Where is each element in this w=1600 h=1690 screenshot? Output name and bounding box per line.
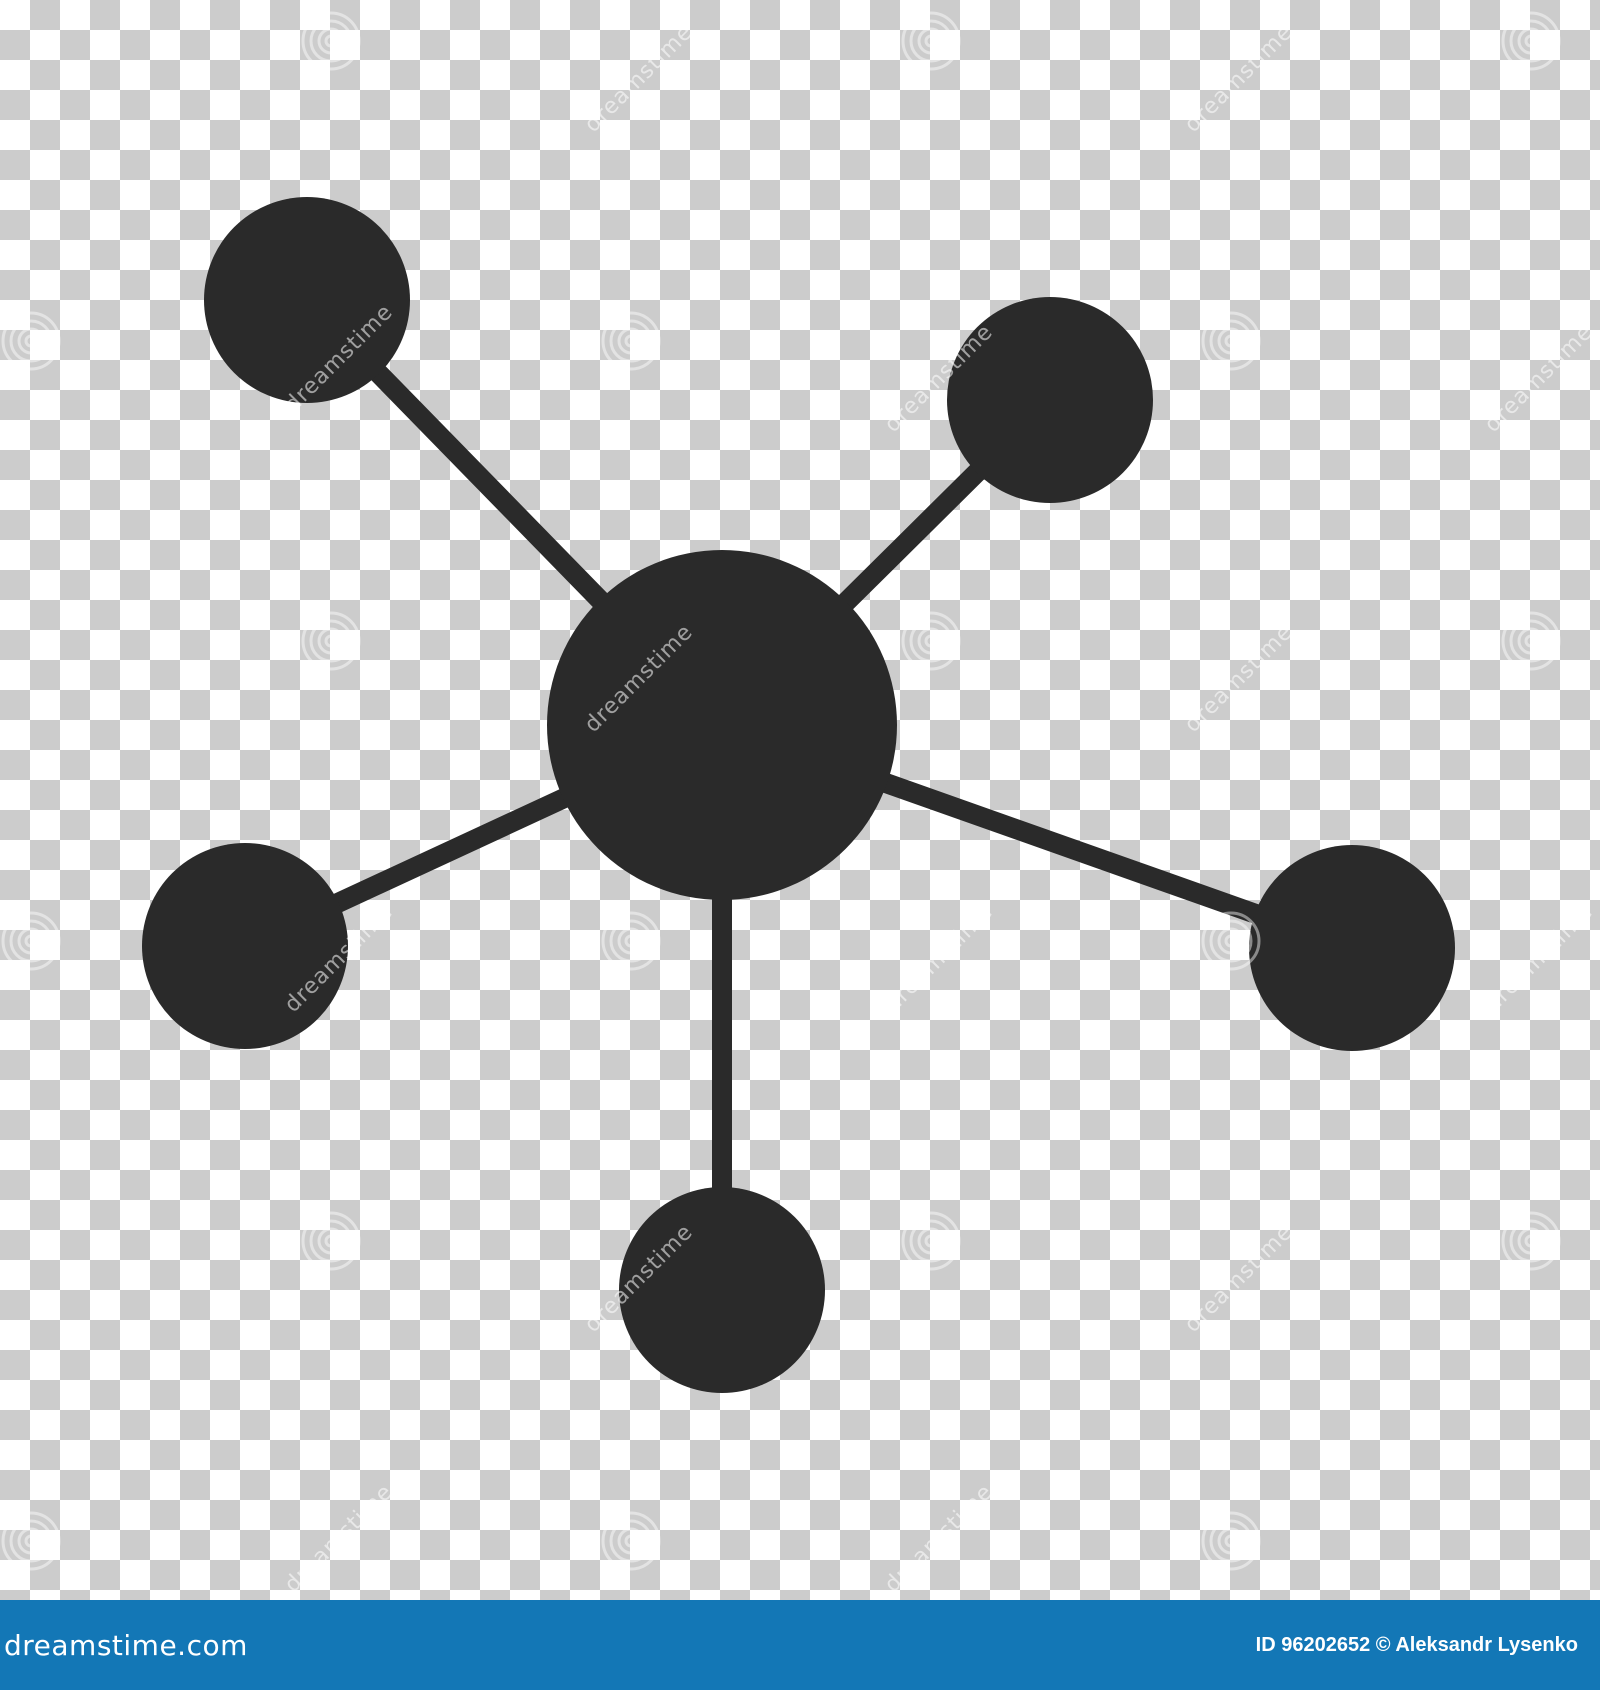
node-left	[142, 843, 348, 1049]
node-right	[1249, 845, 1455, 1051]
node-center	[547, 550, 897, 900]
node-bottom	[619, 1187, 825, 1393]
node-top-right	[947, 297, 1153, 503]
network-nodes	[142, 197, 1455, 1393]
footer-brand[interactable]: dreamstime.com	[4, 1628, 248, 1662]
network-icon	[142, 197, 1455, 1393]
footer-credit: ID 96202652 © Aleksandr Lysenko	[1255, 1633, 1578, 1656]
footer-bar: dreamstime.com ID 96202652 © Aleksandr L…	[0, 1600, 1600, 1690]
node-top-left	[204, 197, 410, 403]
